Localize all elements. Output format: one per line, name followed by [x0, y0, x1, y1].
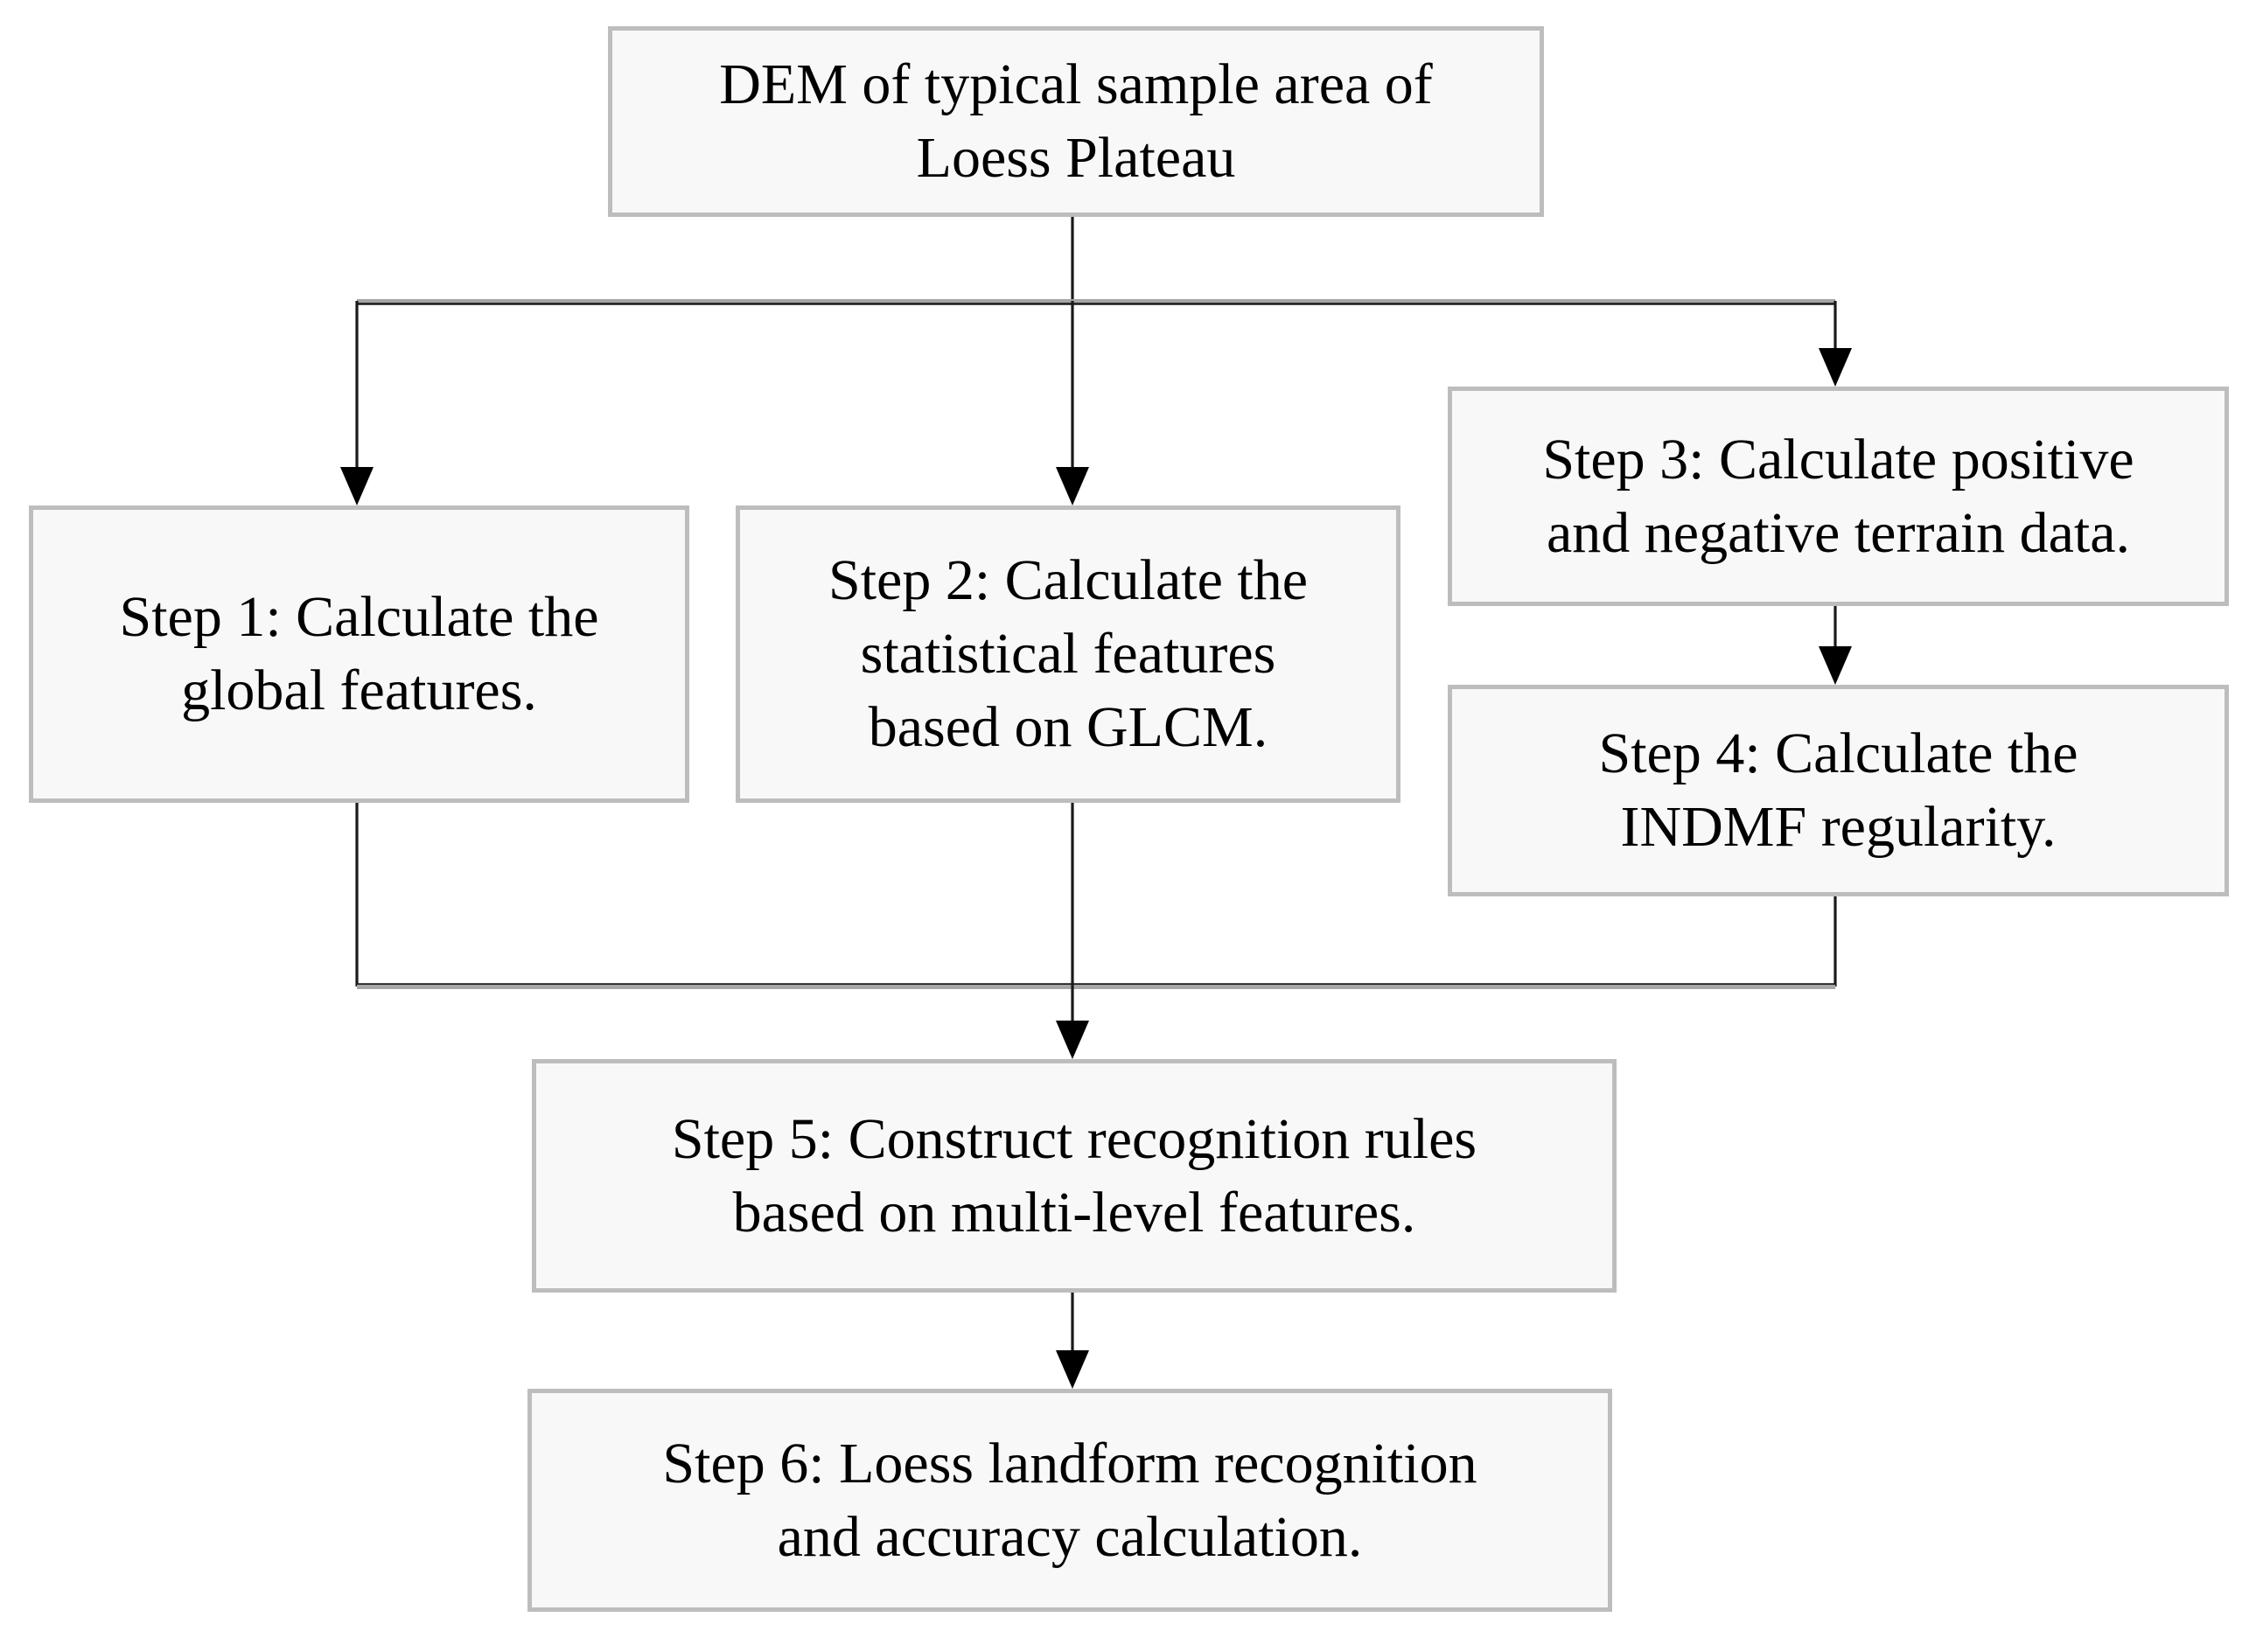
- node-step1: Step 1: Calculate the global features.: [29, 505, 689, 803]
- arrowhead-step2-icon: [1056, 467, 1089, 505]
- arrowhead-step1-icon: [340, 467, 374, 505]
- node-step2: Step 2: Calculate the statistical featur…: [736, 505, 1400, 803]
- connector-dem-to-step3: [1819, 301, 1852, 387]
- node-step6-label: Step 6: Loess landform recognition and a…: [662, 1431, 1477, 1569]
- node-dem-label: DEM of typical sample area of Loess Plat…: [719, 52, 1433, 190]
- connector-dem-to-step1: [340, 301, 374, 505]
- connector-branch-line: [357, 299, 1835, 305]
- connector-step3-to-step4: [1819, 606, 1852, 685]
- connector-step2-to-step5: [1056, 803, 1089, 1059]
- node-dem: DEM of typical sample area of Loess Plat…: [608, 26, 1544, 217]
- node-step3-label: Step 3: Calculate positive and negative …: [1542, 427, 2134, 565]
- connector-step5-to-step6: [1056, 1293, 1089, 1389]
- node-step4-label: Step 4: Calculate the INDMF regularity.: [1598, 721, 2078, 859]
- node-step4: Step 4: Calculate the INDMF regularity.: [1448, 685, 2229, 896]
- arrowhead-step6-icon: [1056, 1350, 1089, 1389]
- node-step3: Step 3: Calculate positive and negative …: [1448, 387, 2229, 606]
- arrowhead-step3-icon: [1819, 348, 1852, 387]
- node-step5-label: Step 5: Construct recognition rules base…: [671, 1106, 1477, 1244]
- node-step5: Step 5: Construct recognition rules base…: [532, 1059, 1617, 1293]
- node-step1-label: Step 1: Calculate the global features.: [119, 585, 599, 722]
- connector-merge-line: [357, 983, 1835, 989]
- arrowhead-step5-icon: [1056, 1021, 1089, 1059]
- connector-dem-to-step2: [1056, 301, 1089, 505]
- node-step2-label: Step 2: Calculate the statistical featur…: [828, 548, 1308, 759]
- node-step6: Step 6: Loess landform recognition and a…: [527, 1389, 1612, 1612]
- arrowhead-step4-icon: [1819, 646, 1852, 685]
